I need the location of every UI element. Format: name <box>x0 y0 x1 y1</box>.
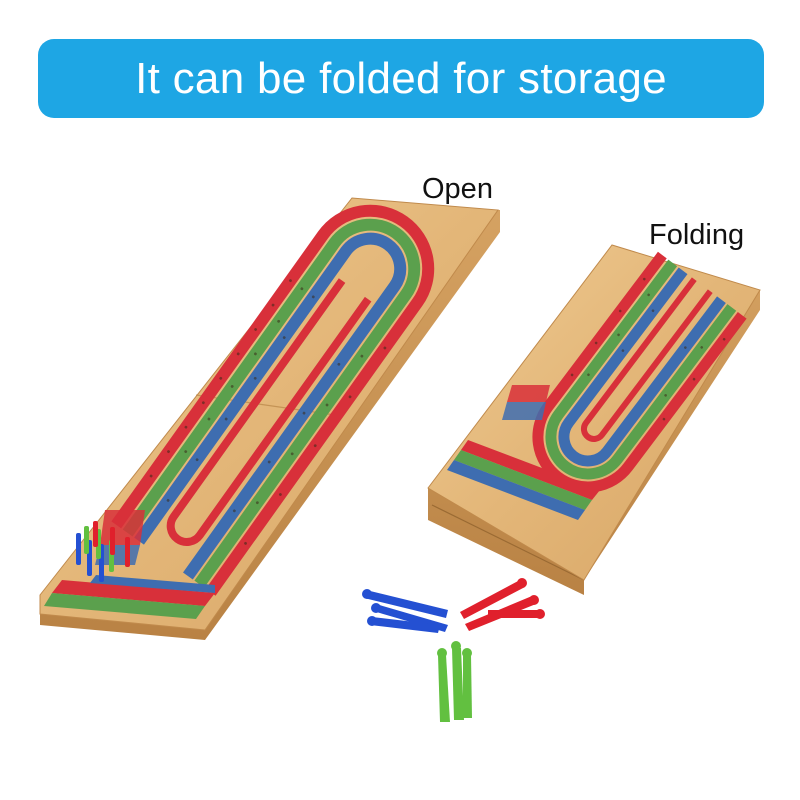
red-pegs <box>460 578 545 631</box>
loose-pegs <box>362 578 545 722</box>
open-cribbage-board <box>39 197 500 640</box>
folded-board-start-grid <box>447 385 600 520</box>
title-banner: It can be folded for storage <box>38 39 764 118</box>
folded-cribbage-board <box>427 244 761 595</box>
green-pegs <box>437 641 472 722</box>
banner-title: It can be folded for storage <box>135 53 667 103</box>
label-folding: Folding <box>649 219 745 251</box>
label-open: Open <box>422 173 493 205</box>
blue-pegs <box>362 589 448 633</box>
open-board-pegs <box>76 521 130 582</box>
